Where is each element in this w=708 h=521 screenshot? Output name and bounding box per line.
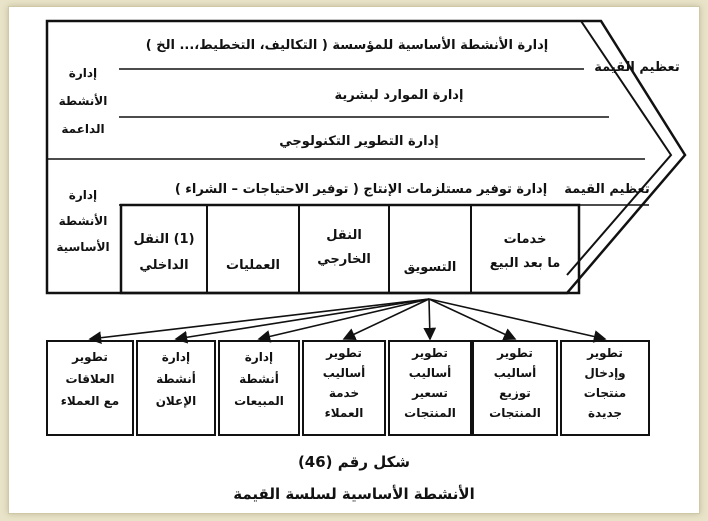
marketing-subactivity-label: أنشطة (156, 371, 196, 386)
support-activity-4: إدارة توفير مستلزمات الإنتاج ( توفير الا… (175, 182, 547, 197)
marketing-subactivity-label: وإدخال (584, 366, 625, 381)
margin-label-top: تعظيم القيمة (594, 60, 680, 75)
marketing-arrow (428, 298, 517, 341)
marketing-subactivity-box (388, 340, 472, 436)
marketing-arrow (174, 298, 430, 344)
marketing-subactivity-label: تطوير (411, 346, 448, 361)
marketing-subactivity-box (218, 340, 300, 436)
marketing-subactivity-label: المبيعات (234, 394, 284, 408)
marketing-subactivity-label: تطوير (325, 346, 362, 361)
primary-group-label-line: إدارة (69, 188, 97, 202)
marketing-arrows (88, 298, 607, 345)
marketing-subactivity-box (302, 340, 386, 436)
marketing-subactivity-label: تطوير (496, 346, 533, 361)
marketing-subactivity-label: إدارة (162, 350, 190, 364)
marketing-subactivity-label: تسعير (411, 386, 448, 400)
margin-chevron-inner (566, 20, 673, 276)
marketing-arrow (88, 298, 430, 345)
figure-title: الأنشطة الأساسية لسلسة القيمة (233, 485, 475, 503)
support-group-label: إدارة الأنشطة الداعمة (59, 66, 108, 136)
primary-group-label: إدارة الأنشطة الأساسية (56, 188, 109, 254)
marketing-arrow (428, 298, 607, 343)
primary-activities-row (119, 203, 581, 295)
value-chain-diagram: إدارة الأنشطة الأساسية للمؤسسة ( التكالي… (45, 19, 687, 436)
marketing-subactivity-box (472, 340, 558, 436)
marketing-subactivity-label: المنتجات (489, 406, 541, 420)
primary-activity-label: العمليات (226, 258, 280, 273)
marketing-arrow (257, 298, 430, 343)
figure-number: شكل رقم (46) (297, 453, 411, 471)
marketing-subactivity-label: توزيع (499, 386, 531, 401)
marketing-subactivity-label: تطوير (71, 350, 108, 365)
marketing-subactivity-label: تطوير (586, 346, 623, 361)
marketing-subactivity-label: العلاقات (66, 372, 115, 386)
primary-activity-label: الداخلي (139, 258, 188, 273)
support-activity-1: إدارة الأنشطة الأساسية للمؤسسة ( التكالي… (146, 36, 548, 53)
marketing-subactivity-box (560, 340, 650, 436)
primary-activity-label: خدمات (504, 232, 547, 247)
marketing-subactivity-label: أنشطة (239, 371, 279, 386)
primary-activity-label: (1) النقل (133, 232, 194, 247)
marketing-subactivity-label: المنتجات (404, 406, 456, 420)
support-group-label-line: إدارة (69, 66, 97, 80)
primary-group-label-line: الأنشطة (59, 213, 108, 228)
support-group-label-line: الأنشطة (59, 93, 108, 108)
marketing-subactivity-label: منتجات (584, 386, 626, 400)
marketing-subactivity-label: أساليب (494, 365, 537, 380)
primary-group-label-line: الأساسية (56, 239, 109, 254)
marketing-subactivity-label: جديدة (588, 406, 622, 420)
marketing-subactivity-boxes: تطوير العلاقات مع العملاء إدارة أنشطة الإعلان… (46, 340, 650, 436)
marketing-subactivity-label: خدمة (329, 386, 359, 400)
marketing-subactivity-label: أساليب (323, 365, 366, 380)
marketing-subactivity-label: مع العملاء (61, 394, 120, 408)
marketing-subactivity-label: الإعلان (156, 394, 197, 408)
primary-activity-labels: (1) النقل الداخلي العمليات النقل الخارجي التس… (133, 228, 560, 275)
primary-activity-label: النقل (326, 228, 362, 243)
marketing-subactivity-label: أساليب (409, 365, 452, 380)
marketing-subactivity-label: إدارة (245, 350, 273, 364)
support-group-label-line: الداعمة (61, 122, 104, 136)
marketing-arrow (342, 298, 430, 341)
margin-label-mid: تعظيم القيمة (564, 182, 650, 197)
primary-activity-label: الخارجي (317, 252, 371, 267)
primary-activity-label: ما بعد البيع (490, 256, 561, 271)
support-activity-3: إدارة التطوير التكنولوجي (279, 134, 438, 149)
marketing-arrow (423, 298, 437, 341)
marketing-subactivity-label: العملاء (325, 406, 364, 420)
marketing-subactivity-box (46, 340, 134, 436)
support-activity-2: إدارة الموارد لبشرية (335, 88, 464, 103)
value-chain-outline (45, 19, 687, 295)
figure-frame: إدارة الأنشطة الأساسية للمؤسسة ( التكالي… (8, 6, 700, 514)
marketing-subactivity-box (136, 340, 216, 436)
primary-activity-label: التسويق (404, 260, 457, 275)
